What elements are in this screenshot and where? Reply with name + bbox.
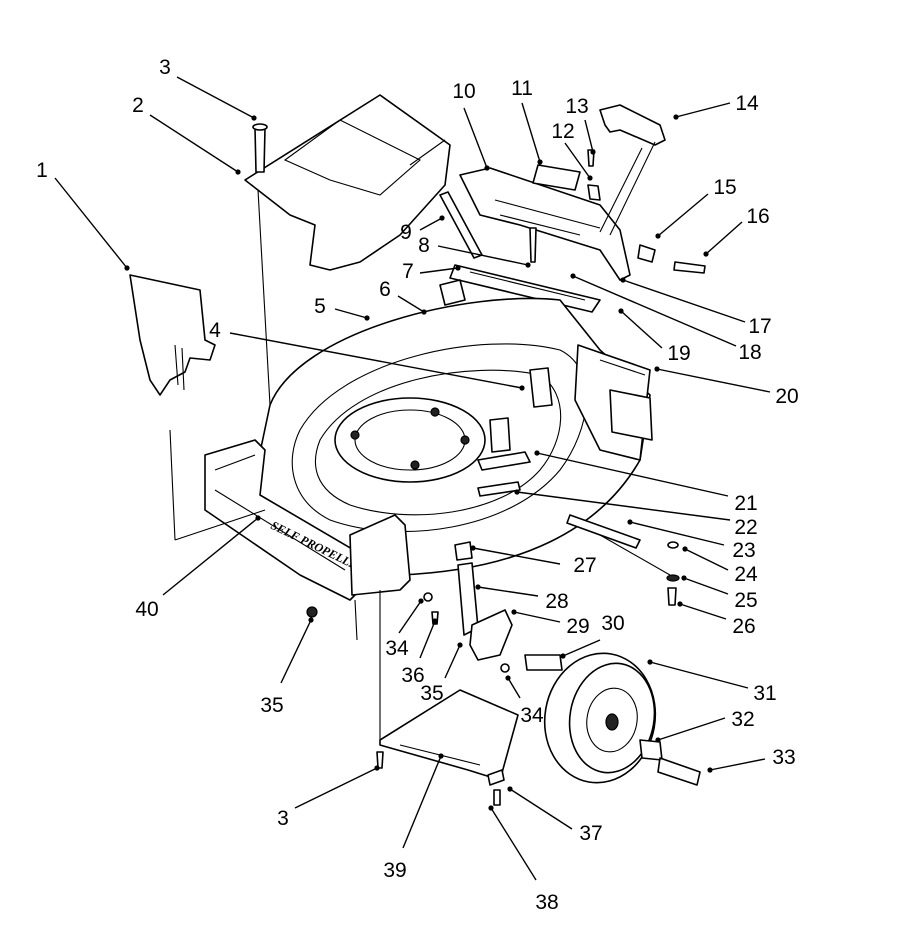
callout-9-label: 9 — [400, 221, 412, 244]
callout-3a-label: 3 — [159, 56, 171, 79]
callout-26-label: 26 — [732, 615, 755, 638]
callout-31: 31 — [647, 659, 777, 705]
callout-9: 9 — [400, 215, 445, 244]
callouts: 1 2 3 3 4 5 6 — [36, 56, 799, 914]
callout-29-label: 29 — [566, 615, 589, 638]
callout-12-label: 12 — [551, 120, 574, 143]
rods-and-bars — [439, 191, 601, 313]
callout-33-label: 33 — [772, 746, 795, 769]
callout-7-label: 7 — [402, 260, 414, 283]
rear-baffle-plate — [129, 274, 216, 396]
callout-23: 23 — [627, 519, 756, 562]
callout-24-label: 24 — [734, 563, 758, 586]
callout-16: 16 — [703, 205, 770, 257]
callout-27-label: 27 — [573, 554, 596, 577]
callout-34b: 34 — [505, 675, 544, 727]
callout-11: 11 — [511, 77, 543, 165]
callout-3b-label: 3 — [277, 807, 289, 830]
callout-7: 7 — [402, 260, 461, 283]
callout-19-label: 19 — [667, 342, 690, 365]
callout-3a: 3 — [159, 56, 257, 121]
callout-2-label: 2 — [132, 94, 144, 117]
callout-27: 27 — [470, 545, 597, 577]
callout-35b: 35 — [420, 642, 463, 705]
callout-6: 6 — [379, 278, 427, 315]
callout-21: 21 — [534, 450, 758, 515]
callout-8: 8 — [418, 234, 531, 268]
parts-illustration: SELF PROPELLED — [129, 94, 706, 806]
callout-34a-label: 34 — [385, 637, 409, 660]
callout-15-label: 15 — [713, 176, 736, 199]
callout-1: 1 — [36, 159, 130, 271]
callout-36-label: 36 — [401, 664, 424, 687]
callout-35a: 35 — [260, 617, 314, 717]
callout-17-label: 17 — [748, 315, 771, 338]
callout-20-label: 20 — [775, 385, 798, 408]
callout-26: 26 — [677, 601, 756, 638]
callout-37-label: 37 — [579, 822, 602, 845]
callout-38: 38 — [488, 805, 559, 914]
callout-10: 10 — [452, 80, 490, 171]
callout-28: 28 — [475, 584, 569, 613]
callout-6-label: 6 — [379, 278, 391, 301]
callout-25-label: 25 — [734, 589, 757, 612]
callout-21-label: 21 — [734, 492, 757, 515]
callout-1-label: 1 — [36, 159, 48, 182]
callout-30: 30 — [560, 612, 625, 659]
callout-24: 24 — [682, 546, 758, 586]
callout-10-label: 10 — [452, 80, 475, 103]
callout-12: 12 — [551, 120, 593, 181]
callout-32-label: 32 — [731, 708, 754, 731]
callout-18-label: 18 — [738, 341, 761, 364]
callout-32: 32 — [655, 708, 755, 743]
wheel — [543, 652, 701, 786]
deck-housing — [249, 297, 653, 576]
callout-14-label: 14 — [735, 92, 759, 115]
callout-35a-label: 35 — [260, 694, 283, 717]
handle-bracket-assembly — [459, 104, 706, 281]
front-axle-assembly — [349, 514, 563, 673]
callout-13: 13 — [565, 95, 596, 155]
rear-axle-rod — [566, 514, 680, 606]
callout-4: 4 — [209, 319, 525, 391]
callout-22: 22 — [514, 489, 758, 539]
callout-40-label: 40 — [135, 598, 158, 621]
callout-4-label: 4 — [209, 319, 221, 342]
callout-23-label: 23 — [732, 539, 755, 562]
callout-37: 37 — [507, 786, 603, 845]
callout-34a: 34 — [385, 598, 424, 660]
callout-36: 36 — [401, 618, 438, 687]
callout-30-label: 30 — [601, 612, 624, 635]
callout-19: 19 — [618, 308, 691, 365]
callout-39: 39 — [383, 753, 444, 882]
rear-door — [244, 94, 451, 271]
callout-35b-label: 35 — [420, 682, 443, 705]
callout-34b-label: 34 — [520, 704, 544, 727]
callout-5: 5 — [314, 295, 370, 321]
callout-33: 33 — [707, 746, 796, 773]
callout-11-label: 11 — [511, 77, 533, 100]
callout-8-label: 8 — [418, 234, 430, 257]
callout-3b: 3 — [277, 765, 380, 830]
callout-17: 17 — [620, 277, 772, 338]
rear-deflector — [379, 689, 519, 806]
callout-14: 14 — [673, 92, 759, 120]
callout-15: 15 — [655, 176, 737, 239]
callout-22-label: 22 — [734, 516, 757, 539]
assembly-lines — [169, 189, 381, 740]
callout-31-label: 31 — [753, 682, 776, 705]
callout-25: 25 — [681, 575, 758, 612]
callout-38-label: 38 — [535, 891, 558, 914]
callout-20: 20 — [654, 366, 799, 408]
callout-40: 40 — [135, 515, 261, 621]
callout-39-label: 39 — [383, 859, 406, 882]
callout-16-label: 16 — [746, 205, 769, 228]
callout-2: 2 — [132, 94, 241, 175]
callout-29: 29 — [511, 609, 590, 638]
callout-28-label: 28 — [545, 590, 568, 613]
callout-13-label: 13 — [565, 95, 588, 118]
callout-5-label: 5 — [314, 295, 326, 318]
callout-18: 18 — [570, 273, 762, 364]
